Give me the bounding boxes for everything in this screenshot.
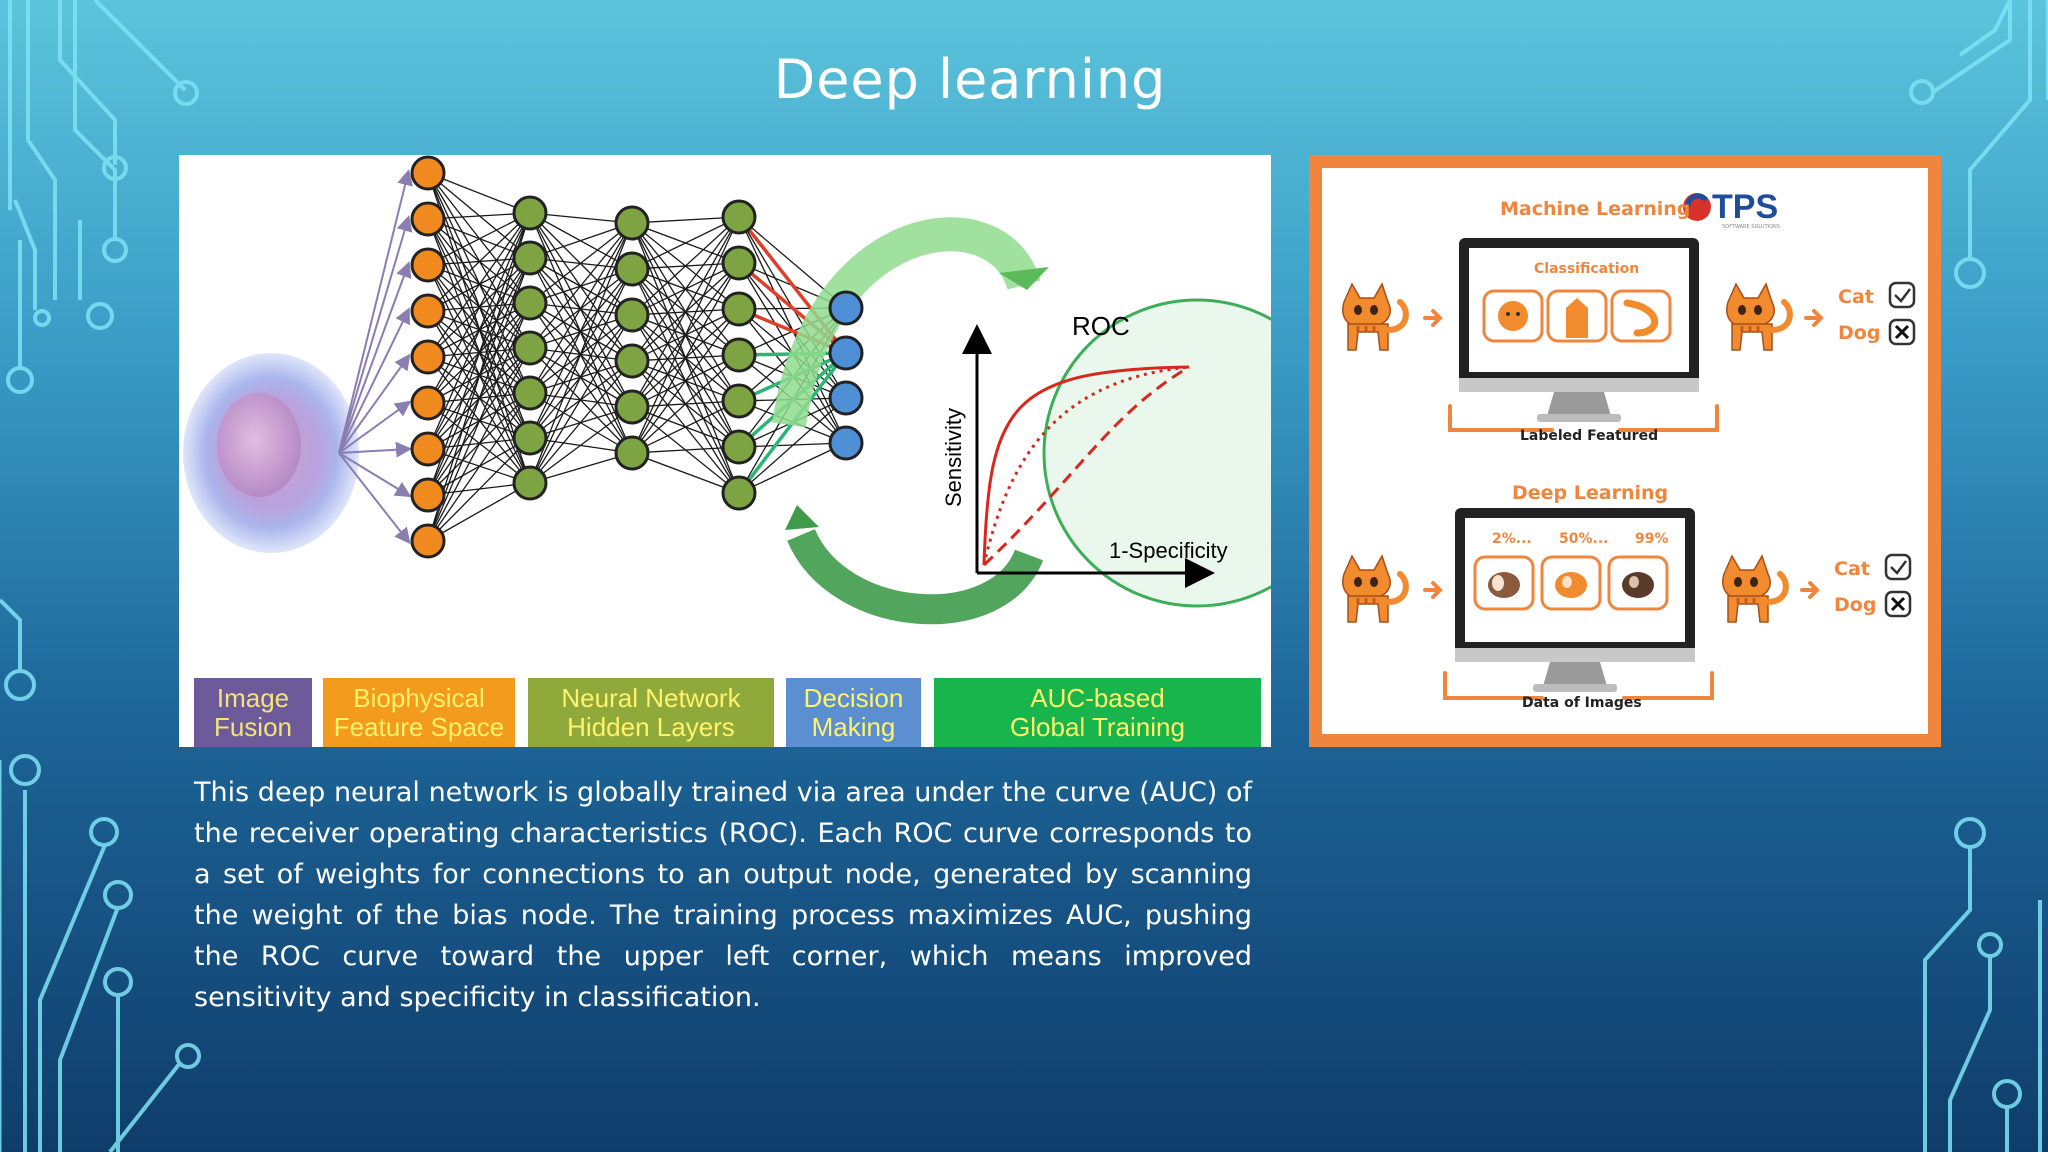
network-node <box>721 429 757 465</box>
dl-image-icons <box>1473 555 1669 611</box>
ml-vs-dl-diagram: TPS SOFTWARE SOLUTIONS Machine Learning … <box>1322 188 1916 711</box>
ml-title: Machine Learning <box>1500 198 1690 220</box>
ml-screen-label: Classification <box>1534 261 1639 277</box>
dl-pct-1: 2%... <box>1492 531 1532 547</box>
svg-text:TPS: TPS <box>1712 188 1778 226</box>
y-axis-label: Sensitivity <box>941 408 966 507</box>
dl-bracket <box>1443 671 1714 700</box>
check-icon <box>1888 281 1916 309</box>
network-node <box>512 465 548 501</box>
network-node <box>828 380 864 416</box>
network-node <box>410 431 446 467</box>
feedback-arrow <box>787 528 1044 625</box>
roc-curve-mid <box>982 365 1190 566</box>
x-axis-label: 1-Specificity <box>1109 538 1228 563</box>
ml-output-cat-icon <box>1727 284 1790 350</box>
dl-out-cat: Cat <box>1834 558 1870 580</box>
roc-title: ROC <box>1072 311 1130 341</box>
dl-title: Deep Learning <box>1512 482 1668 504</box>
network-node <box>410 201 446 237</box>
network-node <box>721 199 757 235</box>
network-node <box>721 337 757 373</box>
roc-circle <box>1042 298 1271 608</box>
network-node <box>410 155 446 191</box>
dl-output-arrow-icon <box>1800 581 1819 599</box>
network-node <box>828 425 864 461</box>
network-node <box>410 339 446 375</box>
forward-arrow <box>772 217 1041 428</box>
ml-feature-icons <box>1482 289 1672 343</box>
network-node <box>721 291 757 327</box>
svg-text:SOFTWARE SOLUTIONS: SOFTWARE SOLUTIONS <box>1722 224 1780 230</box>
dl-pct-3: 99% <box>1635 531 1669 547</box>
description-paragraph: This deep neural network is globally tra… <box>194 777 1252 1013</box>
network-node <box>614 205 650 241</box>
network-node <box>410 385 446 421</box>
ml-output-arrow-icon <box>1804 309 1823 327</box>
ml-vs-dl-figure: TPS SOFTWARE SOLUTIONS Machine Learning … <box>1309 155 1941 747</box>
dl-pct-2: 50%... <box>1559 531 1608 547</box>
network-node <box>512 375 548 411</box>
network-node <box>512 240 548 276</box>
ml-arrow-icon <box>1423 309 1442 327</box>
ml-out-dog: Dog <box>1838 322 1880 344</box>
roc-curve-worst <box>982 365 1190 567</box>
network-node <box>410 293 446 329</box>
network-node <box>721 383 757 419</box>
dl-arrow-icon <box>1423 581 1442 599</box>
network-node <box>721 245 757 281</box>
ml-input-cat-icon <box>1343 284 1406 350</box>
network-node <box>721 475 757 511</box>
dl-output-cat-icon <box>1723 556 1786 622</box>
network-node <box>410 247 446 283</box>
network-node <box>512 330 548 366</box>
ml-bracket <box>1448 404 1719 432</box>
neural-network-diagram: ROC Sensitivity 1-Specificity <box>183 155 1271 625</box>
network-node <box>512 195 548 231</box>
network-node <box>512 420 548 456</box>
network-node <box>614 297 650 333</box>
cell-nucleus <box>217 393 301 497</box>
cross-icon <box>1888 318 1916 346</box>
network-node <box>410 523 446 559</box>
network-node <box>828 290 864 326</box>
network-node <box>614 343 650 379</box>
tps-logo: TPS SOFTWARE SOLUTIONS <box>1683 188 1780 230</box>
network-node <box>614 435 650 471</box>
network-node <box>614 389 650 425</box>
check-icon <box>1884 553 1912 581</box>
network-node <box>410 477 446 513</box>
dl-bracket-label: Data of Images <box>1522 695 1642 711</box>
slide-title: Deep learning <box>773 48 1167 111</box>
roc-curve-best <box>982 365 1190 566</box>
network-node <box>828 335 864 371</box>
ml-bracket-label: Labeled Featured <box>1520 428 1658 444</box>
dl-input-cat-icon <box>1343 556 1406 622</box>
ml-out-cat: Cat <box>1838 286 1874 308</box>
network-node <box>512 285 548 321</box>
cross-icon <box>1884 590 1912 618</box>
dl-out-dog: Dog <box>1834 594 1876 616</box>
network-node <box>614 251 650 287</box>
